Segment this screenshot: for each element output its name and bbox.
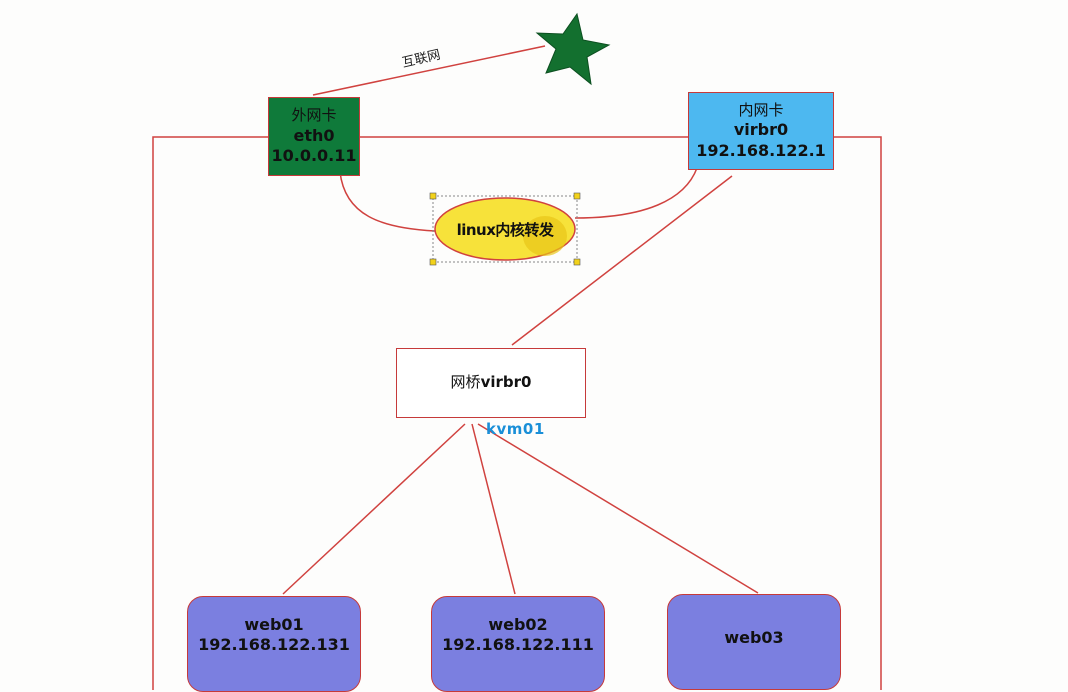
selection-handle-top-left[interactable] <box>429 192 437 200</box>
vm-name: web03 <box>724 627 784 647</box>
host-boundary <box>152 136 268 690</box>
internal-nic-ip: 192.168.122.1 <box>696 140 826 160</box>
bridge-prefix: 网桥 <box>450 373 481 392</box>
kernel-to-virbr0-curve <box>574 167 698 219</box>
bridge-to-web01-link <box>282 423 466 595</box>
bridge-to-web03-link <box>477 423 759 594</box>
kernel-forwarding-label: linux内核转发 <box>456 220 554 239</box>
internal-nic-title: 内网卡 <box>738 100 784 119</box>
external-nic-title: 外网卡 <box>291 106 337 125</box>
external-nic-name: eth0 <box>293 125 335 145</box>
vm-ip: 192.168.122.111 <box>442 635 594 654</box>
kernel-highlight <box>523 216 567 256</box>
virbr0-to-bridge-link <box>511 175 733 346</box>
selection-handle-bottom-left[interactable] <box>429 258 437 266</box>
vm-name: web01 <box>244 614 304 634</box>
bridge-to-web02-link <box>471 423 516 595</box>
eth0-to-kernel-curve <box>339 171 436 232</box>
selection-handle-top-right[interactable] <box>573 192 581 200</box>
vm-name: web02 <box>488 614 548 634</box>
selection-handle-bottom-right[interactable] <box>573 258 581 266</box>
internet-star-icon <box>535 12 611 86</box>
external-nic-ip: 10.0.0.11 <box>271 146 357 166</box>
internal-nic-name: virbr0 <box>733 120 789 140</box>
vm-web03[interactable]: web03 <box>667 594 841 690</box>
internal-nic-box[interactable]: 内网卡 virbr0 192.168.122.1 <box>688 92 834 170</box>
vm-ip: 192.168.122.131 <box>198 635 350 654</box>
kernel-selection-frame <box>432 195 578 263</box>
host-label: kvm01 <box>486 420 545 438</box>
bridge-name: virbr0 <box>480 373 532 392</box>
internet-link <box>312 45 546 96</box>
vm-web01[interactable]: web01 192.168.122.131 <box>187 596 361 692</box>
external-nic-box[interactable]: 外网卡 eth0 10.0.0.11 <box>268 97 360 176</box>
vm-web02[interactable]: web02 192.168.122.111 <box>431 596 605 692</box>
host-boundary-right <box>834 136 882 690</box>
